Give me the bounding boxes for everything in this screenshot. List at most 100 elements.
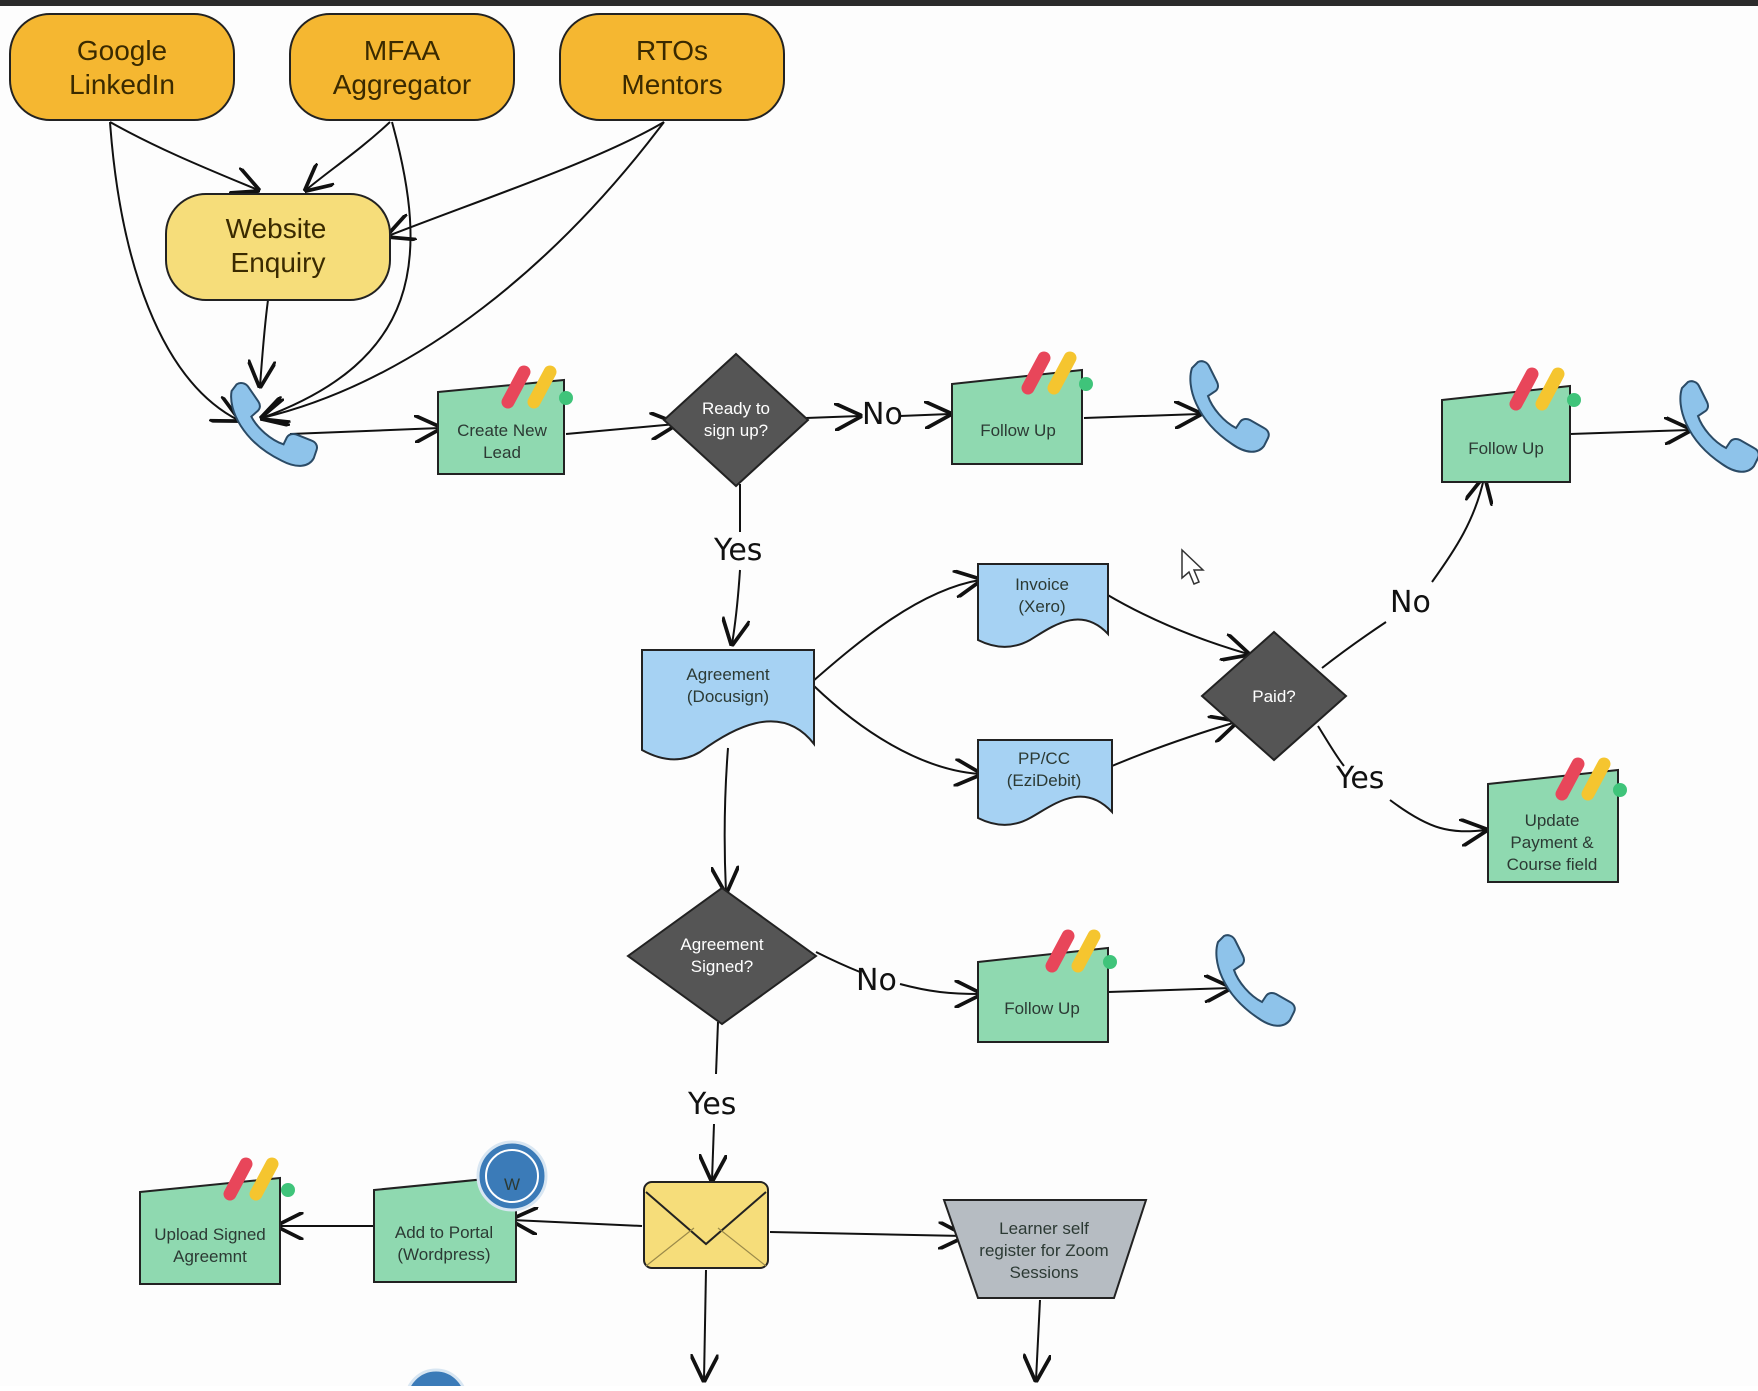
source-rtos-mentors[interactable]: RTOs Mentors xyxy=(559,13,785,121)
website-line2: Enquiry xyxy=(231,247,326,278)
agreement-line1: Agreement xyxy=(686,665,769,684)
source-mfaa-line2: Aggregator xyxy=(333,69,472,100)
followup3-label: Follow Up xyxy=(1004,999,1080,1018)
zoom-line3: Sessions xyxy=(1010,1263,1079,1282)
edge-signed-yes-a xyxy=(715,1021,719,1075)
ready-line2: sign up? xyxy=(704,421,768,440)
update-line3: Course field xyxy=(1507,855,1598,874)
edge-agreement-signed xyxy=(725,747,728,892)
wordpress-icon: W xyxy=(476,1140,548,1212)
document-ppcc-ezidebit[interactable]: PP/CC (EziDebit) xyxy=(977,739,1113,826)
edge-followup3-phone xyxy=(1107,988,1230,992)
label-signed-no: No xyxy=(856,963,897,998)
process-update-payment-course[interactable]: Update Payment & Course field xyxy=(1487,764,1627,883)
edge-website-phone xyxy=(260,299,268,386)
upload-line2: Agreemnt xyxy=(173,1247,247,1266)
phone-icon xyxy=(1679,380,1758,473)
label-ready-yes: Yes xyxy=(713,533,762,568)
label-ready-no: No xyxy=(862,397,903,432)
source-google-linkedin[interactable]: Google LinkedIn xyxy=(9,13,235,121)
edge-google-phone xyxy=(109,121,238,420)
zoom-line1: Learner self xyxy=(999,1219,1089,1238)
connectors xyxy=(109,121,1690,1380)
edge-email-down xyxy=(704,1269,706,1380)
edge-ppcc-paid xyxy=(1111,722,1236,767)
edge-mfaa-phone xyxy=(262,121,412,418)
edge-invoice-paid xyxy=(1105,593,1248,654)
paid-label: Paid? xyxy=(1252,687,1295,706)
agreement-line2: (Docusign) xyxy=(687,687,769,706)
edge-followup1-phone xyxy=(1083,414,1200,418)
process-upload-signed-agreement[interactable]: Upload Signed Agreemnt xyxy=(139,1164,295,1285)
edge-rtos-phone xyxy=(262,121,665,418)
edge-signed-no-b xyxy=(899,984,980,994)
edge-followup2-phone xyxy=(1569,430,1690,434)
ready-line1: Ready to xyxy=(702,399,770,418)
mouse-cursor-icon xyxy=(1181,548,1205,585)
label-signed-yes: Yes xyxy=(687,1087,736,1122)
edge-paid-yes-b xyxy=(1389,799,1486,831)
website-enquiry[interactable]: Website Enquiry xyxy=(165,193,391,301)
edge-ready-no-b xyxy=(899,414,950,416)
process-zoom-registration[interactable]: Learner self register for Zoom Sessions xyxy=(942,1199,1148,1299)
edge-rtos-website xyxy=(388,121,665,236)
edge-paid-no-b xyxy=(1431,478,1484,583)
edge-phone-lead xyxy=(289,428,440,434)
edge-agreement-invoice xyxy=(811,580,980,683)
edge-agreement-ppcc xyxy=(813,685,980,774)
zoom-line2: register for Zoom xyxy=(979,1241,1108,1260)
upload-line1: Upload Signed xyxy=(154,1225,266,1244)
create-lead-line1: Create New xyxy=(457,421,547,440)
decision-ready-to-sign-up[interactable]: Ready to sign up? xyxy=(662,352,810,488)
phone-icon xyxy=(1215,934,1296,1027)
process-add-to-portal[interactable]: W Add to Portal (Wordpress) xyxy=(373,1140,548,1283)
update-line2: Payment & xyxy=(1510,833,1594,852)
label-paid-yes: Yes xyxy=(1335,761,1384,796)
edge-signed-yes-b xyxy=(712,1123,714,1180)
edge-email-portal xyxy=(512,1220,643,1226)
source-google-line1: Google xyxy=(77,35,167,66)
process-follow-up-2[interactable]: Follow Up xyxy=(1441,374,1581,483)
edge-google-website xyxy=(109,121,258,190)
process-follow-up-3[interactable]: Follow Up xyxy=(977,936,1117,1043)
invoice-line2: (Xero) xyxy=(1018,597,1065,616)
edge-lead-ready xyxy=(565,424,676,434)
source-google-line2: LinkedIn xyxy=(69,69,175,100)
source-mfaa-aggregator[interactable]: MFAA Aggregator xyxy=(289,13,515,121)
edge-signed-no-a xyxy=(815,951,861,973)
svg-text:W: W xyxy=(504,1175,520,1194)
decision-paid[interactable]: Paid? xyxy=(1200,630,1348,762)
wordpress-icon xyxy=(405,1368,467,1391)
edge-ready-yes-b xyxy=(732,569,740,644)
ppcc-line1: PP/CC xyxy=(1018,749,1070,768)
signed-line2: Signed? xyxy=(691,957,753,976)
edge-paid-yes-a xyxy=(1317,725,1345,767)
portal-line1: Add to Portal xyxy=(395,1223,493,1242)
website-line1: Website xyxy=(226,213,327,244)
document-invoice-xero[interactable]: Invoice (Xero) xyxy=(977,563,1109,648)
edge-ready-no-a xyxy=(805,416,860,418)
invoice-line1: Invoice xyxy=(1015,575,1069,594)
followup1-label: Follow Up xyxy=(980,421,1056,440)
edge-email-zoom xyxy=(769,1232,964,1236)
email-icon[interactable] xyxy=(643,1181,769,1269)
source-rtos-line2: Mentors xyxy=(621,69,722,100)
flowchart-canvas: No Yes No Yes No Yes Google LinkedIn MFA… xyxy=(0,6,1758,1391)
edge-paid-no-a xyxy=(1321,621,1387,669)
process-follow-up-1[interactable]: Follow Up xyxy=(951,358,1093,465)
source-mfaa-line1: MFAA xyxy=(364,35,441,66)
edge-labels: No Yes No Yes No Yes xyxy=(687,397,1431,1122)
flowchart-svg: No Yes No Yes No Yes Google LinkedIn MFA… xyxy=(9,13,1758,1391)
followup2-label: Follow Up xyxy=(1468,439,1544,458)
window-top-bar xyxy=(0,0,1758,6)
source-rtos-line1: RTOs xyxy=(636,35,708,66)
process-create-new-lead[interactable]: Create New Lead xyxy=(437,372,573,475)
ppcc-line2: (EziDebit) xyxy=(1007,771,1082,790)
signed-line1: Agreement xyxy=(680,935,763,954)
edge-zoom-down xyxy=(1036,1299,1040,1380)
decision-agreement-signed[interactable]: Agreement Signed? xyxy=(626,886,818,1026)
phone-icon xyxy=(228,372,321,476)
document-agreement-docusign[interactable]: Agreement (Docusign) xyxy=(641,649,815,761)
edge-mfaa-website xyxy=(306,121,391,190)
portal-line2: (Wordpress) xyxy=(397,1245,490,1264)
